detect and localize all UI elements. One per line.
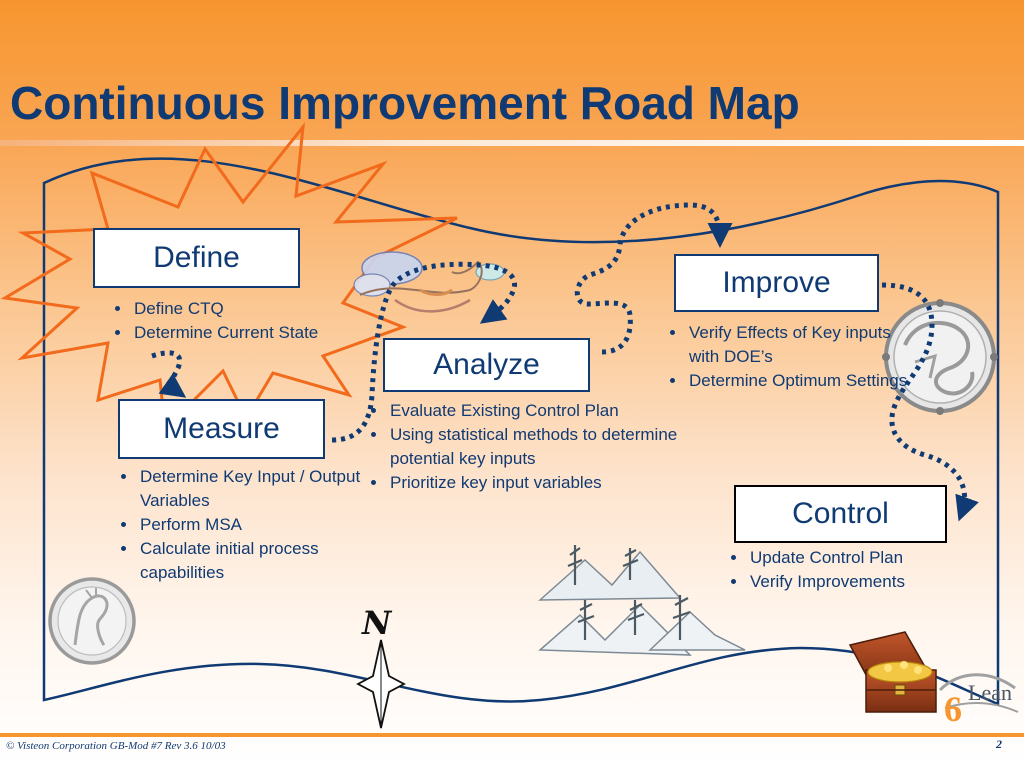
footer-copyright: © Visteon Corporation GB-Mod #7 Rev 3.6 …	[6, 740, 226, 752]
phase-control-label: Control	[792, 497, 889, 530]
title-underline	[0, 140, 1024, 146]
horse-seal-icon	[48, 577, 136, 665]
list-item: Evaluate Existing Control Plan	[388, 399, 708, 423]
dotted-connectors	[151, 202, 979, 522]
measure-bullets: Determine Key Input / Output Variables P…	[116, 465, 388, 585]
phase-analyze-label: Analyze	[433, 348, 540, 381]
path-measure-to-analyze	[331, 261, 517, 443]
list-item: Update Control Plan	[748, 546, 998, 570]
compass-north-label: N	[362, 604, 392, 642]
phase-control-box: Control	[734, 485, 947, 543]
list-item: Calculate initial process capabilities	[138, 537, 388, 585]
footer-rule	[0, 733, 1024, 737]
compass-icon	[356, 639, 406, 729]
logo-lean: Lean	[968, 680, 1012, 705]
slide-title: Continuous Improvement Road Map	[10, 77, 800, 129]
burst-star-icon	[0, 122, 458, 433]
mountains-icon	[537, 545, 746, 656]
dragon-seal-icon	[882, 299, 998, 415]
list-item: Perform MSA	[138, 513, 388, 537]
logo-six: 6	[944, 689, 962, 729]
treasure-chest-icon	[848, 631, 937, 713]
path-define-to-measure	[151, 350, 187, 398]
list-item: Prioritize key input variables	[388, 471, 708, 495]
phase-improve-box: Improve	[674, 254, 879, 312]
phase-define-box: Define	[93, 228, 300, 288]
map-border	[42, 157, 1000, 706]
improve-bullets: Verify Effects of Key inputs with DOE’s …	[665, 321, 912, 393]
control-bullets: Update Control Plan Verify Improvements	[726, 546, 998, 594]
list-item: Verify Effects of Key inputs with DOE’s	[687, 321, 912, 369]
phase-improve-label: Improve	[722, 266, 831, 299]
list-item: Determine Current State	[132, 321, 382, 345]
phase-define-label: Define	[153, 241, 240, 274]
phase-measure-label: Measure	[163, 412, 280, 445]
list-item: Define CTQ	[132, 297, 382, 321]
list-item: Determine Optimum Settings	[687, 369, 912, 393]
list-item: Determine Key Input / Output Variables	[138, 465, 388, 513]
list-item: Using statistical methods to determine p…	[388, 423, 708, 471]
path-improve-to-control	[881, 282, 979, 522]
lean-six-sigma-logo	[938, 673, 1019, 713]
define-bullets: Define CTQ Determine Current State	[110, 297, 382, 345]
phase-measure-box: Measure	[118, 399, 325, 459]
phase-analyze-box: Analyze	[383, 338, 590, 392]
list-item: Verify Improvements	[748, 570, 998, 594]
page-number: 2	[996, 737, 1002, 751]
analyze-bullets: Evaluate Existing Control Plan Using sta…	[366, 399, 708, 495]
